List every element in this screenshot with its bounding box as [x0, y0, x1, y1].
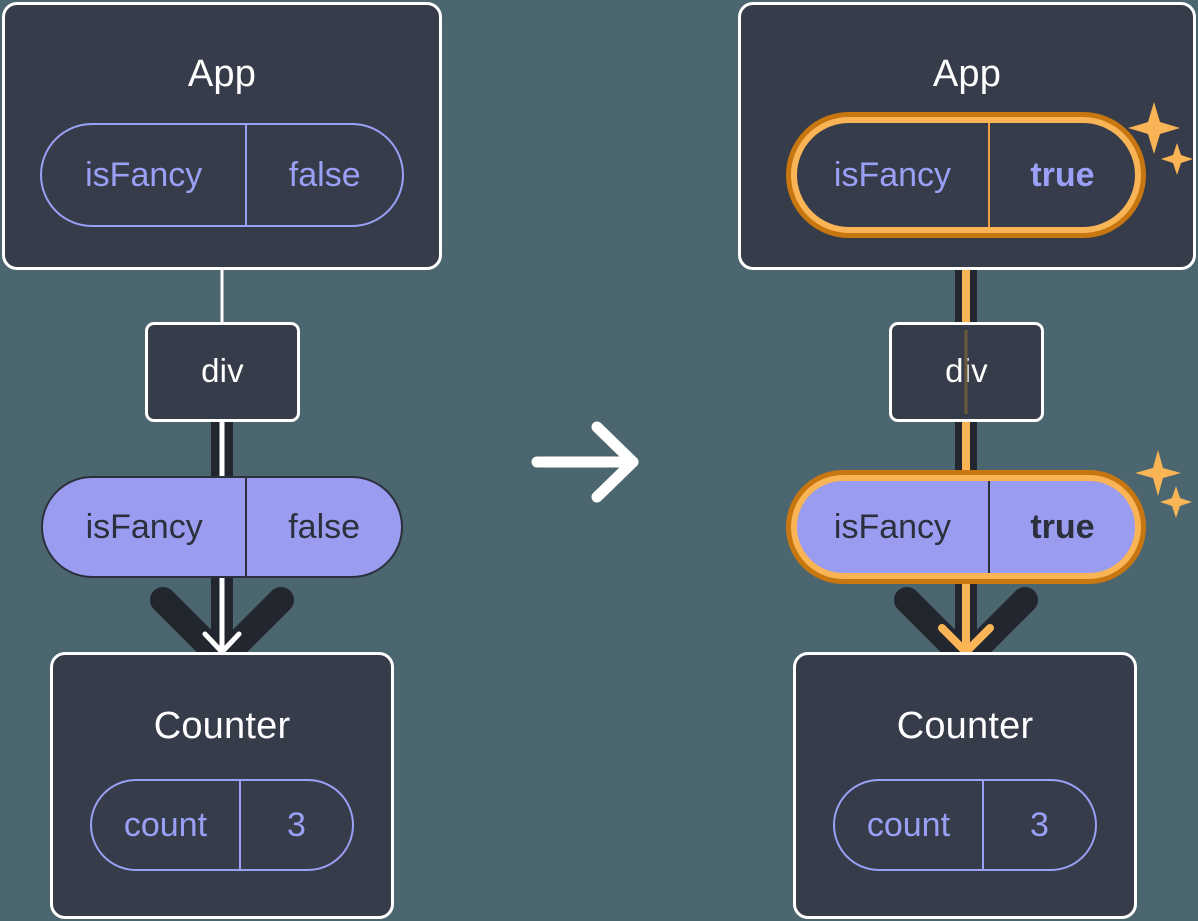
component-title-counter: Counter: [153, 705, 291, 747]
element-title-div: div: [201, 352, 244, 389]
element-title-div: div: [945, 352, 988, 389]
state-pill-count-before[interactable]: count 3: [90, 779, 354, 871]
pill-value: true: [987, 481, 1135, 573]
component-title-app: App: [187, 53, 257, 95]
pill-name: count: [123, 805, 208, 844]
pill-name: isFancy: [85, 507, 203, 546]
state-pill-isfancy-before[interactable]: isFancy false: [40, 123, 404, 227]
element-box-div-before[interactable]: div: [145, 322, 300, 422]
pill-value: true: [987, 123, 1135, 227]
pill-value: false: [245, 478, 401, 576]
component-title-app: App: [932, 53, 1002, 95]
pill-name: isFancy: [85, 155, 203, 194]
component-title-counter: Counter: [896, 705, 1034, 747]
pill-value: 3: [238, 781, 352, 869]
highlight-ring: isFancy true: [791, 475, 1141, 579]
pill-name: isFancy: [833, 507, 952, 546]
state-pill-count-after[interactable]: count 3: [833, 779, 1097, 871]
highlight-ring: isFancy true: [791, 117, 1141, 233]
pill-value: 3: [981, 781, 1095, 869]
state-pill-isfancy-after[interactable]: isFancy true: [786, 112, 1146, 238]
props-pill-isfancy-before[interactable]: isFancy false: [41, 476, 403, 578]
right-arrow-icon: [531, 421, 639, 503]
element-box-div-after[interactable]: div: [889, 322, 1044, 422]
pill-value: false: [245, 125, 402, 225]
pill-name: count: [866, 805, 951, 844]
pill-name: isFancy: [833, 155, 952, 194]
props-pill-isfancy-after[interactable]: isFancy true: [786, 470, 1146, 584]
